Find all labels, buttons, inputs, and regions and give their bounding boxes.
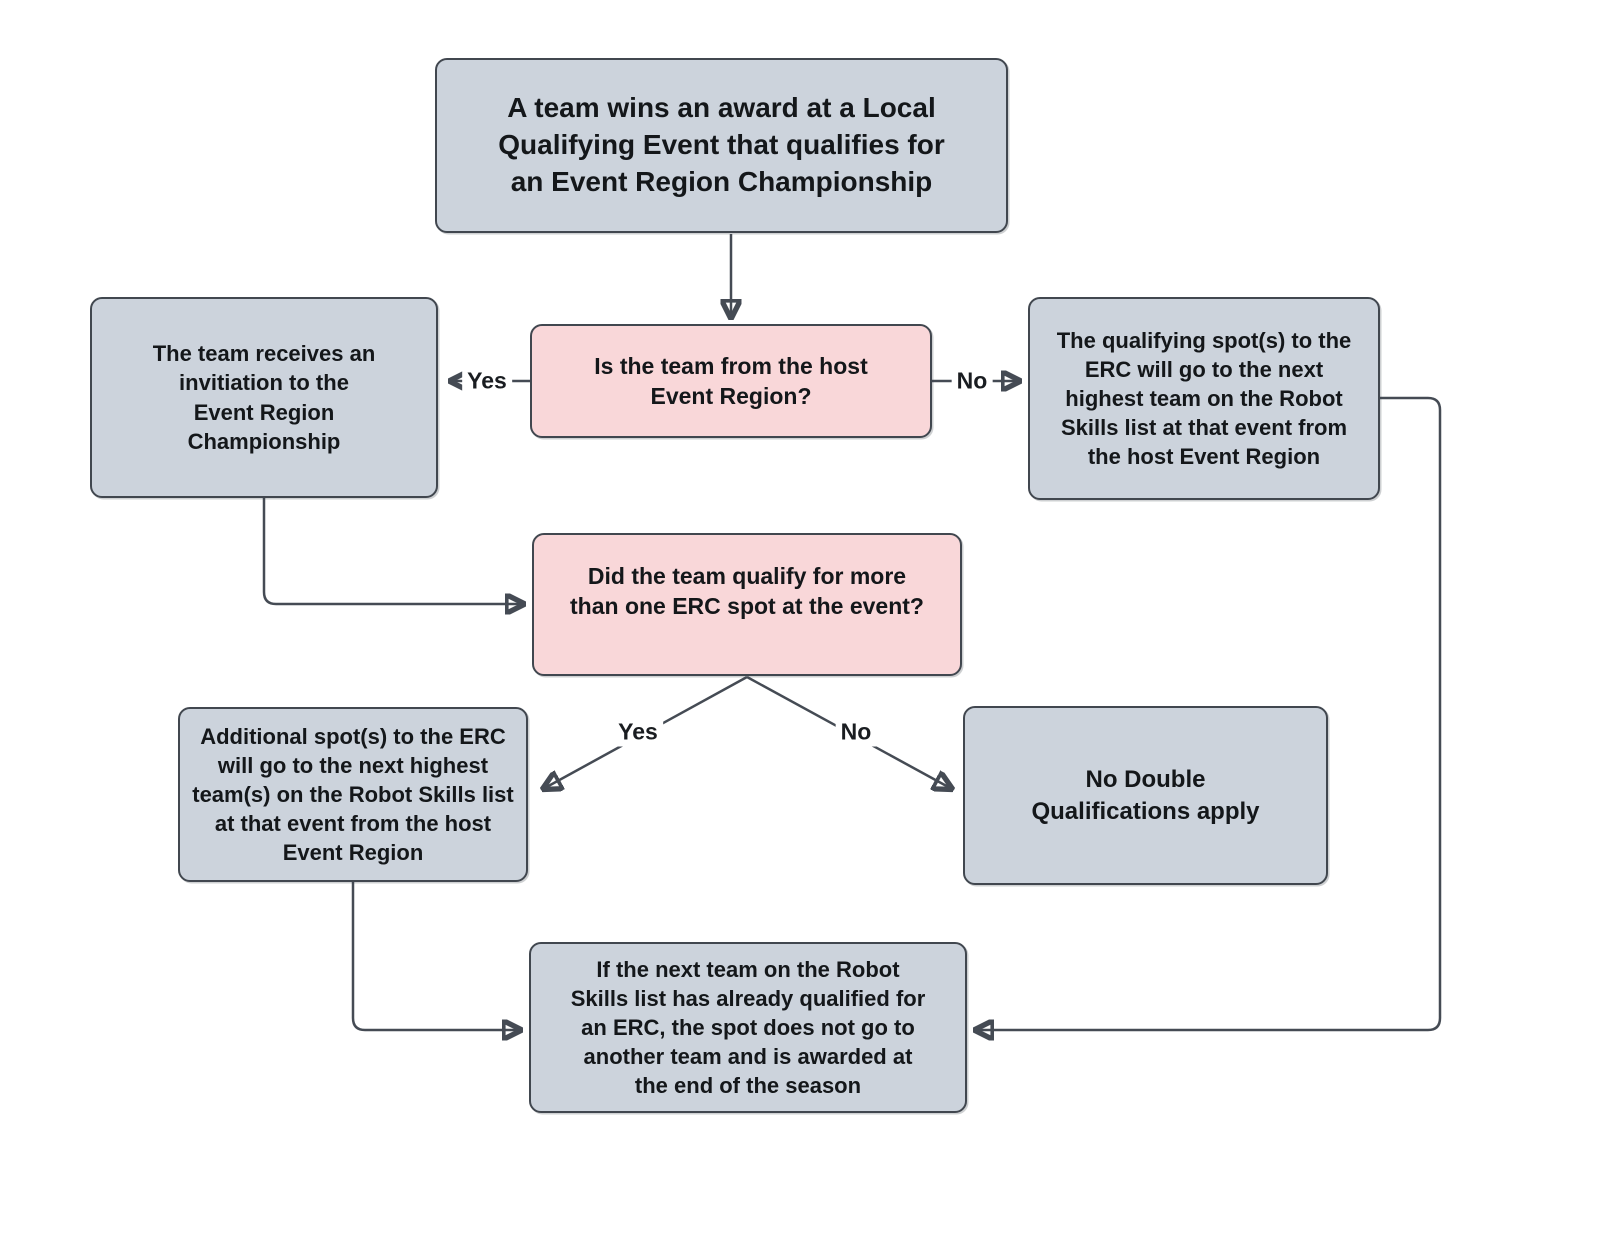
edge-label-host-yes: Yes [462, 366, 512, 396]
node-qualifying-spot: The qualifying spot(s) to the ERC will g… [1028, 297, 1380, 500]
edge-additional-to-season-end [351, 882, 521, 1030]
node-host-region-question: Is the team from the host Event Region? [530, 324, 932, 438]
node-start: A team wins an award at a Local Qualifyi… [435, 58, 1008, 233]
edge-label-multi-no: No [835, 717, 877, 747]
node-invitation: The team receives an invitiation to the … [90, 297, 438, 498]
edge-qualifying-spot-to-season-end [975, 396, 1442, 1030]
edge-invitation-to-multi-question [262, 498, 524, 604]
node-season-end: If the next team on the Robot Skills lis… [529, 942, 967, 1113]
edge-label-host-no: No [951, 366, 993, 396]
edge-label-multi-yes: Yes [613, 717, 663, 747]
node-no-double-qualifications: No Double Qualifications apply [963, 706, 1328, 885]
node-additional-spots: Additional spot(s) to the ERC will go to… [178, 707, 528, 882]
node-multi-spot-question: Did the team qualify for more than one E… [532, 533, 962, 676]
